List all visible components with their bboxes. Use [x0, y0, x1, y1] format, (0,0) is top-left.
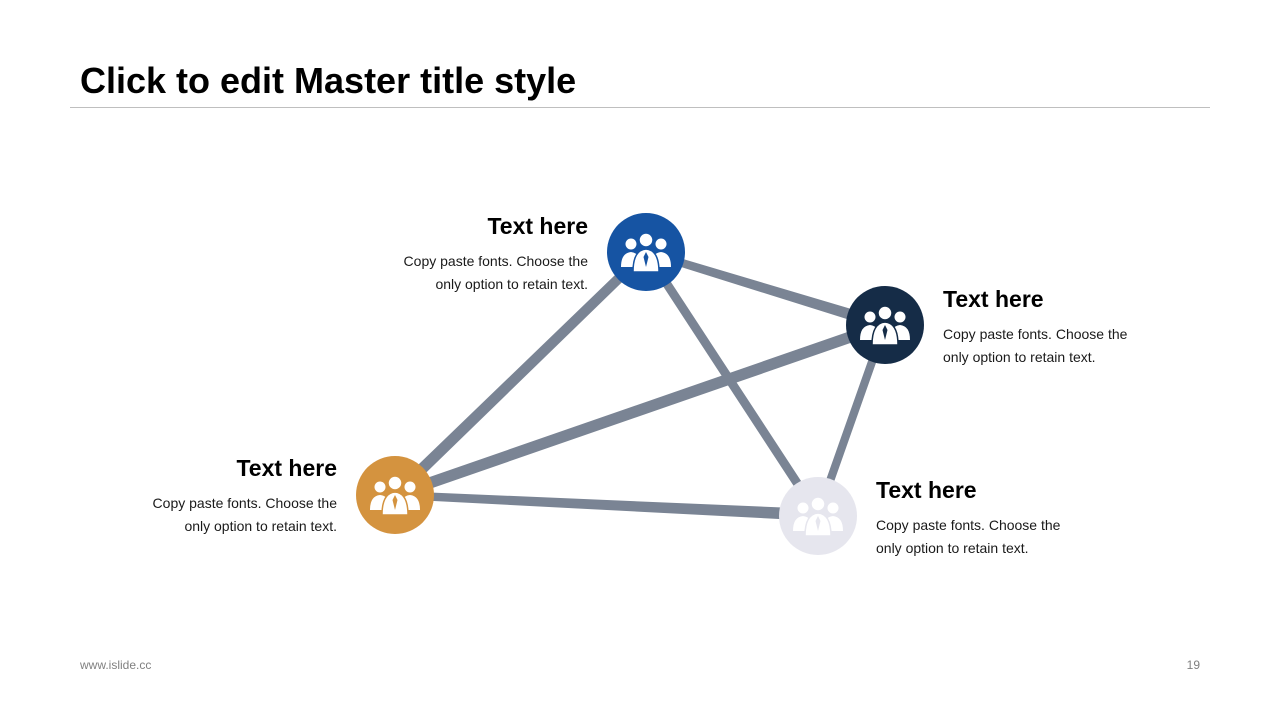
node-left-label: Text here Copy paste fonts. Choose the o…: [117, 455, 337, 538]
connector-top-right: [646, 248, 885, 331]
node-right-description: Copy paste fonts. Choose the only option…: [943, 326, 1128, 365]
node-left-heading: Text here: [236, 455, 337, 481]
node-top-circle: [607, 213, 685, 291]
node-right-circle: [846, 286, 924, 364]
people-group-icon: [793, 496, 843, 537]
connector-right-bottom: [814, 324, 889, 516]
node-left-description: Copy paste fonts. Choose the only option…: [152, 495, 337, 534]
node-bottom-label: Text here Copy paste fonts. Choose the o…: [876, 477, 1096, 560]
node-bottom-description: Copy paste fonts. Choose the only option…: [876, 517, 1061, 556]
people-group-icon: [621, 232, 671, 273]
people-group-icon: [370, 475, 420, 516]
footer-website: www.islide.cc: [80, 658, 152, 672]
node-right-label: Text here Copy paste fonts. Choose the o…: [943, 286, 1163, 369]
node-top-label: Text here Copy paste fonts. Choose the o…: [368, 213, 588, 296]
page-number: 19: [1186, 658, 1200, 672]
node-bottom-circle: [779, 477, 857, 555]
connector-right-left: [395, 319, 885, 501]
slide-title: Click to edit Master title style: [80, 60, 577, 101]
people-group-icon: [860, 305, 910, 346]
node-top-description: Copy paste fonts. Choose the only option…: [403, 253, 588, 292]
node-left-circle: [356, 456, 434, 534]
node-bottom-heading: Text here: [876, 477, 977, 503]
node-right-heading: Text here: [943, 286, 1044, 312]
node-top-heading: Text here: [487, 213, 588, 239]
connector-left-bottom: [395, 491, 818, 521]
connector-top-left: [391, 249, 650, 499]
title-divider: [70, 107, 1210, 108]
